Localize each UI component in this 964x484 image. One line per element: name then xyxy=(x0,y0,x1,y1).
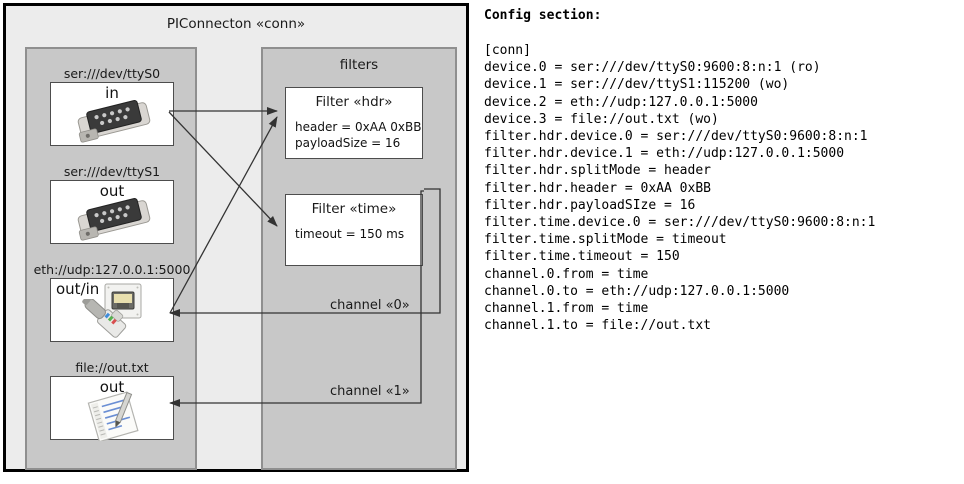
device-frame-ethernet: out/in xyxy=(50,278,174,342)
connector-outer-box: PIConnecton «conn» ser:///dev/ttyS0 in xyxy=(3,3,469,472)
config-text: [conn] device.0 = ser:///dev/ttyS0:9600:… xyxy=(484,43,876,334)
filter-node-hdr[interactable]: Filter «hdr» header = 0xAA 0xBB payloadS… xyxy=(285,87,423,159)
serial-db9-connector-icon xyxy=(51,181,173,243)
device-direction-ethernet: out/in xyxy=(56,280,100,298)
device-direction-serial1: out xyxy=(99,182,125,200)
filter-prop-hdr-payload: payloadSize = 16 xyxy=(295,136,401,150)
device-direction-serial0: in xyxy=(105,84,119,102)
device-node-serial1[interactable]: ser:///dev/ttyS1 out xyxy=(50,164,174,244)
device-label-serial0: ser:///dev/ttyS0 xyxy=(63,66,161,81)
channel-label-1: channel «1» xyxy=(330,384,410,399)
text-file-edit-icon xyxy=(51,377,173,441)
device-frame-serial0: in xyxy=(50,82,174,146)
device-frame-file: out xyxy=(50,376,174,441)
device-label-serial1: ser:///dev/ttyS1 xyxy=(63,164,161,179)
diagram-title: PIConnecton «conn» xyxy=(166,16,306,32)
device-label-ethernet: eth://udp:127.0.0.1:5000 xyxy=(33,262,191,277)
device-label-file: file://out.txt xyxy=(75,360,149,375)
filter-prop-time-timeout: timeout = 150 ms xyxy=(295,227,405,241)
device-direction-file: out xyxy=(99,378,125,396)
device-frame-serial1: out xyxy=(50,180,174,244)
connection-diagram: PIConnecton «conn» ser:///dev/ttyS0 in xyxy=(0,0,478,484)
device-node-ethernet[interactable]: eth://udp:127.0.0.1:5000 out/in xyxy=(34,262,190,342)
device-node-file[interactable]: file://out.txt out xyxy=(50,360,174,441)
ethernet-rj45-icon xyxy=(51,279,173,341)
filter-node-time[interactable]: Filter «time» timeout = 150 ms xyxy=(285,194,423,266)
filter-title-time: Filter «time» xyxy=(311,201,397,217)
device-node-serial0[interactable]: ser:///dev/ttyS0 in xyxy=(50,66,174,146)
serial-db9-connector-icon xyxy=(51,83,173,145)
devices-compartment: ser:///dev/ttyS0 in xyxy=(25,47,197,470)
filters-compartment: filters Filter «hdr» header = 0xAA 0xBB … xyxy=(261,47,457,470)
config-section: Config section: [conn] device.0 = ser://… xyxy=(484,0,964,484)
channel-label-0: channel «0» xyxy=(330,298,410,313)
config-heading: Config section: xyxy=(484,8,602,23)
filter-prop-hdr-header: header = 0xAA 0xBB xyxy=(295,120,422,134)
filters-group-title: filters xyxy=(339,57,379,73)
filter-title-hdr: Filter «hdr» xyxy=(315,94,393,110)
